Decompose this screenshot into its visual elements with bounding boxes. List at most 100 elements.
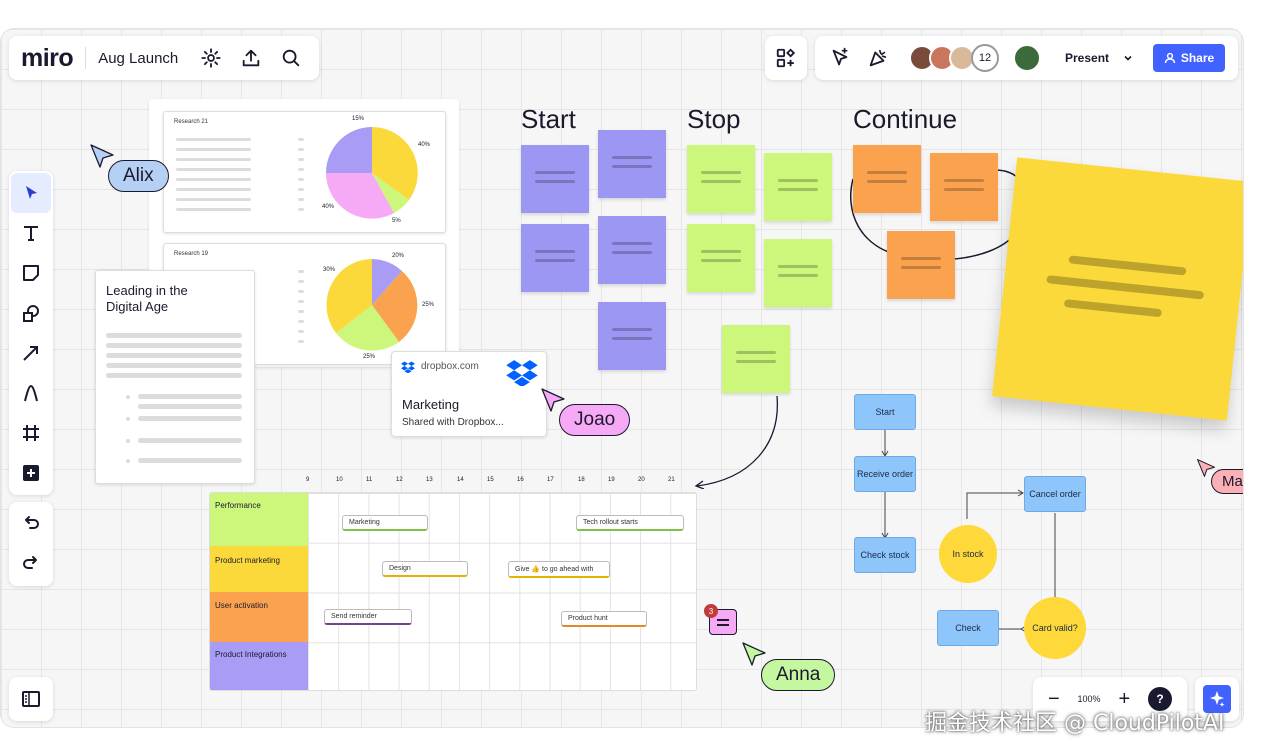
sticky-note[interactable] — [521, 224, 589, 292]
cursor-label-alix: Alix — [108, 160, 169, 192]
pie-label: 40% — [322, 204, 335, 210]
comment-bubble[interactable] — [709, 609, 737, 635]
help-button[interactable]: ? — [1148, 687, 1173, 711]
present-button[interactable]: Present — [1065, 51, 1133, 65]
timeline-hour: 11 — [366, 477, 373, 483]
connector-tool[interactable] — [11, 333, 51, 373]
timeline-hour: 10 — [336, 477, 343, 483]
timeline-task[interactable]: Send reminder — [324, 609, 412, 625]
timeline-row-label: Product marketing — [215, 556, 280, 565]
panel-toggle[interactable] — [9, 677, 53, 721]
timeline-hours: 9 10 11 12 13 14 15 16 17 18 19 20 21 — [294, 477, 690, 487]
timeline-board[interactable]: Performance Product marketing User activ… — [209, 492, 697, 691]
zoom-out-button[interactable]: − — [1047, 688, 1060, 710]
flow-node-in-stock[interactable]: In stock — [939, 525, 997, 583]
shapes-icon — [23, 305, 39, 322]
arrow-icon — [23, 346, 38, 361]
timeline-row-label: Product Integrations — [215, 650, 287, 659]
whiteboard-canvas[interactable]: miro Aug Launch 12 P — [0, 28, 1244, 728]
miro-logo[interactable]: miro — [21, 43, 74, 72]
collaborator-count[interactable]: 12 — [971, 44, 999, 72]
sticky-note-icon — [23, 265, 39, 281]
sticky-note[interactable] — [687, 224, 755, 292]
upload-icon[interactable] — [240, 47, 262, 69]
pie-label: 5% — [392, 218, 401, 224]
ai-assist-button[interactable] — [1195, 677, 1239, 721]
select-tool[interactable] — [11, 173, 51, 213]
sticky-note[interactable] — [930, 153, 998, 221]
timeline-hour: 9 — [306, 477, 310, 483]
cursor-pointer-icon — [541, 388, 565, 412]
pen-tool[interactable] — [11, 373, 51, 413]
sticky-note[interactable] — [853, 145, 921, 213]
sticky-note[interactable] — [598, 216, 666, 284]
timeline-row-label: User activation — [215, 601, 268, 610]
timeline-task[interactable]: Design — [382, 561, 468, 577]
shapes-tool[interactable] — [11, 293, 51, 333]
collaborator-avatars[interactable]: 12 — [909, 44, 999, 72]
timeline-row: Product Integrations — [210, 642, 308, 690]
sticky-note[interactable] — [598, 130, 666, 198]
redo-button[interactable] — [11, 542, 51, 582]
pie-chart — [326, 127, 418, 219]
large-sticky-note[interactable] — [992, 157, 1243, 421]
research-card[interactable]: Research 21 15% 40% 40% 5% — [163, 111, 446, 233]
document-title: Leading in the Digital Age — [106, 283, 188, 315]
sticky-note[interactable] — [598, 302, 666, 370]
sticky-note[interactable] — [521, 145, 589, 213]
more-tools-button[interactable] — [11, 453, 51, 493]
flow-node-card-valid[interactable]: Card valid? — [1024, 597, 1086, 659]
sticky-note[interactable] — [687, 145, 755, 213]
dropbox-card[interactable]: dropbox.com Marketing Shared with Dropbo… — [391, 351, 547, 437]
flow-node-start[interactable]: Start — [854, 394, 916, 430]
cursor-pointer-icon — [742, 642, 766, 666]
plus-square-icon — [23, 465, 39, 481]
share-button[interactable]: Share — [1153, 44, 1226, 72]
timeline-task[interactable]: Product hunt — [561, 611, 647, 627]
gear-icon[interactable] — [200, 47, 222, 69]
timeline-row: User activation — [210, 592, 308, 642]
text-tool[interactable] — [11, 213, 51, 253]
sticky-note[interactable] — [764, 153, 832, 221]
board-name[interactable]: Aug Launch — [98, 49, 179, 67]
current-user-avatar[interactable] — [1013, 44, 1041, 72]
retro-heading-stop: Stop — [687, 104, 741, 134]
sticky-note[interactable] — [764, 239, 832, 307]
cursor-select-icon[interactable] — [829, 47, 851, 69]
redo-icon — [23, 556, 37, 569]
timeline-hour: 21 — [668, 477, 675, 483]
timeline-task[interactable]: Marketing — [342, 515, 428, 531]
search-icon[interactable] — [280, 47, 302, 69]
cursor-label-maria: Maria — [1211, 469, 1243, 494]
document-card[interactable]: Leading in the Digital Age — [95, 270, 255, 484]
retro-heading-continue: Continue — [853, 104, 958, 134]
undo-button[interactable] — [11, 502, 51, 542]
flow-node-cancel-order[interactable]: Cancel order — [1024, 476, 1086, 512]
flow-node-check-stock[interactable]: Check stock — [854, 537, 916, 573]
watermark: 掘金技术社区 @ CloudPilotAI — [925, 711, 1225, 736]
celebrate-icon[interactable] — [867, 47, 889, 69]
text-icon — [24, 226, 38, 241]
timeline-task[interactable]: Give 👍 to go ahead with — [508, 561, 610, 578]
document-title-line: Digital Age — [106, 299, 169, 314]
zoom-in-button[interactable]: + — [1118, 688, 1131, 710]
pointer-icon — [26, 186, 37, 199]
flow-node-receive-order[interactable]: Receive order — [854, 456, 916, 492]
pie-label: 25% — [363, 354, 376, 360]
apps-add-icon[interactable] — [775, 47, 797, 69]
pie-label: 40% — [418, 142, 431, 148]
dropbox-subtitle: Shared with Dropbox... — [402, 417, 504, 428]
timeline-task[interactable]: Tech rollout starts — [576, 515, 684, 531]
flow-node-check[interactable]: Check — [937, 610, 999, 646]
frame-tool[interactable] — [11, 413, 51, 453]
zoom-level[interactable]: 100% — [1077, 694, 1101, 704]
research-card-title: Research 21 — [174, 119, 209, 125]
research-card[interactable]: Research 19 20% 30% 25% 25% — [163, 243, 446, 365]
sticky-note[interactable] — [722, 325, 790, 393]
sticky-note-tool[interactable] — [11, 253, 51, 293]
frame-icon — [23, 425, 39, 441]
sticky-note[interactable] — [887, 231, 955, 299]
pie-label: 20% — [392, 253, 405, 259]
dropbox-logo-icon — [506, 360, 538, 386]
header-divider — [85, 47, 87, 69]
